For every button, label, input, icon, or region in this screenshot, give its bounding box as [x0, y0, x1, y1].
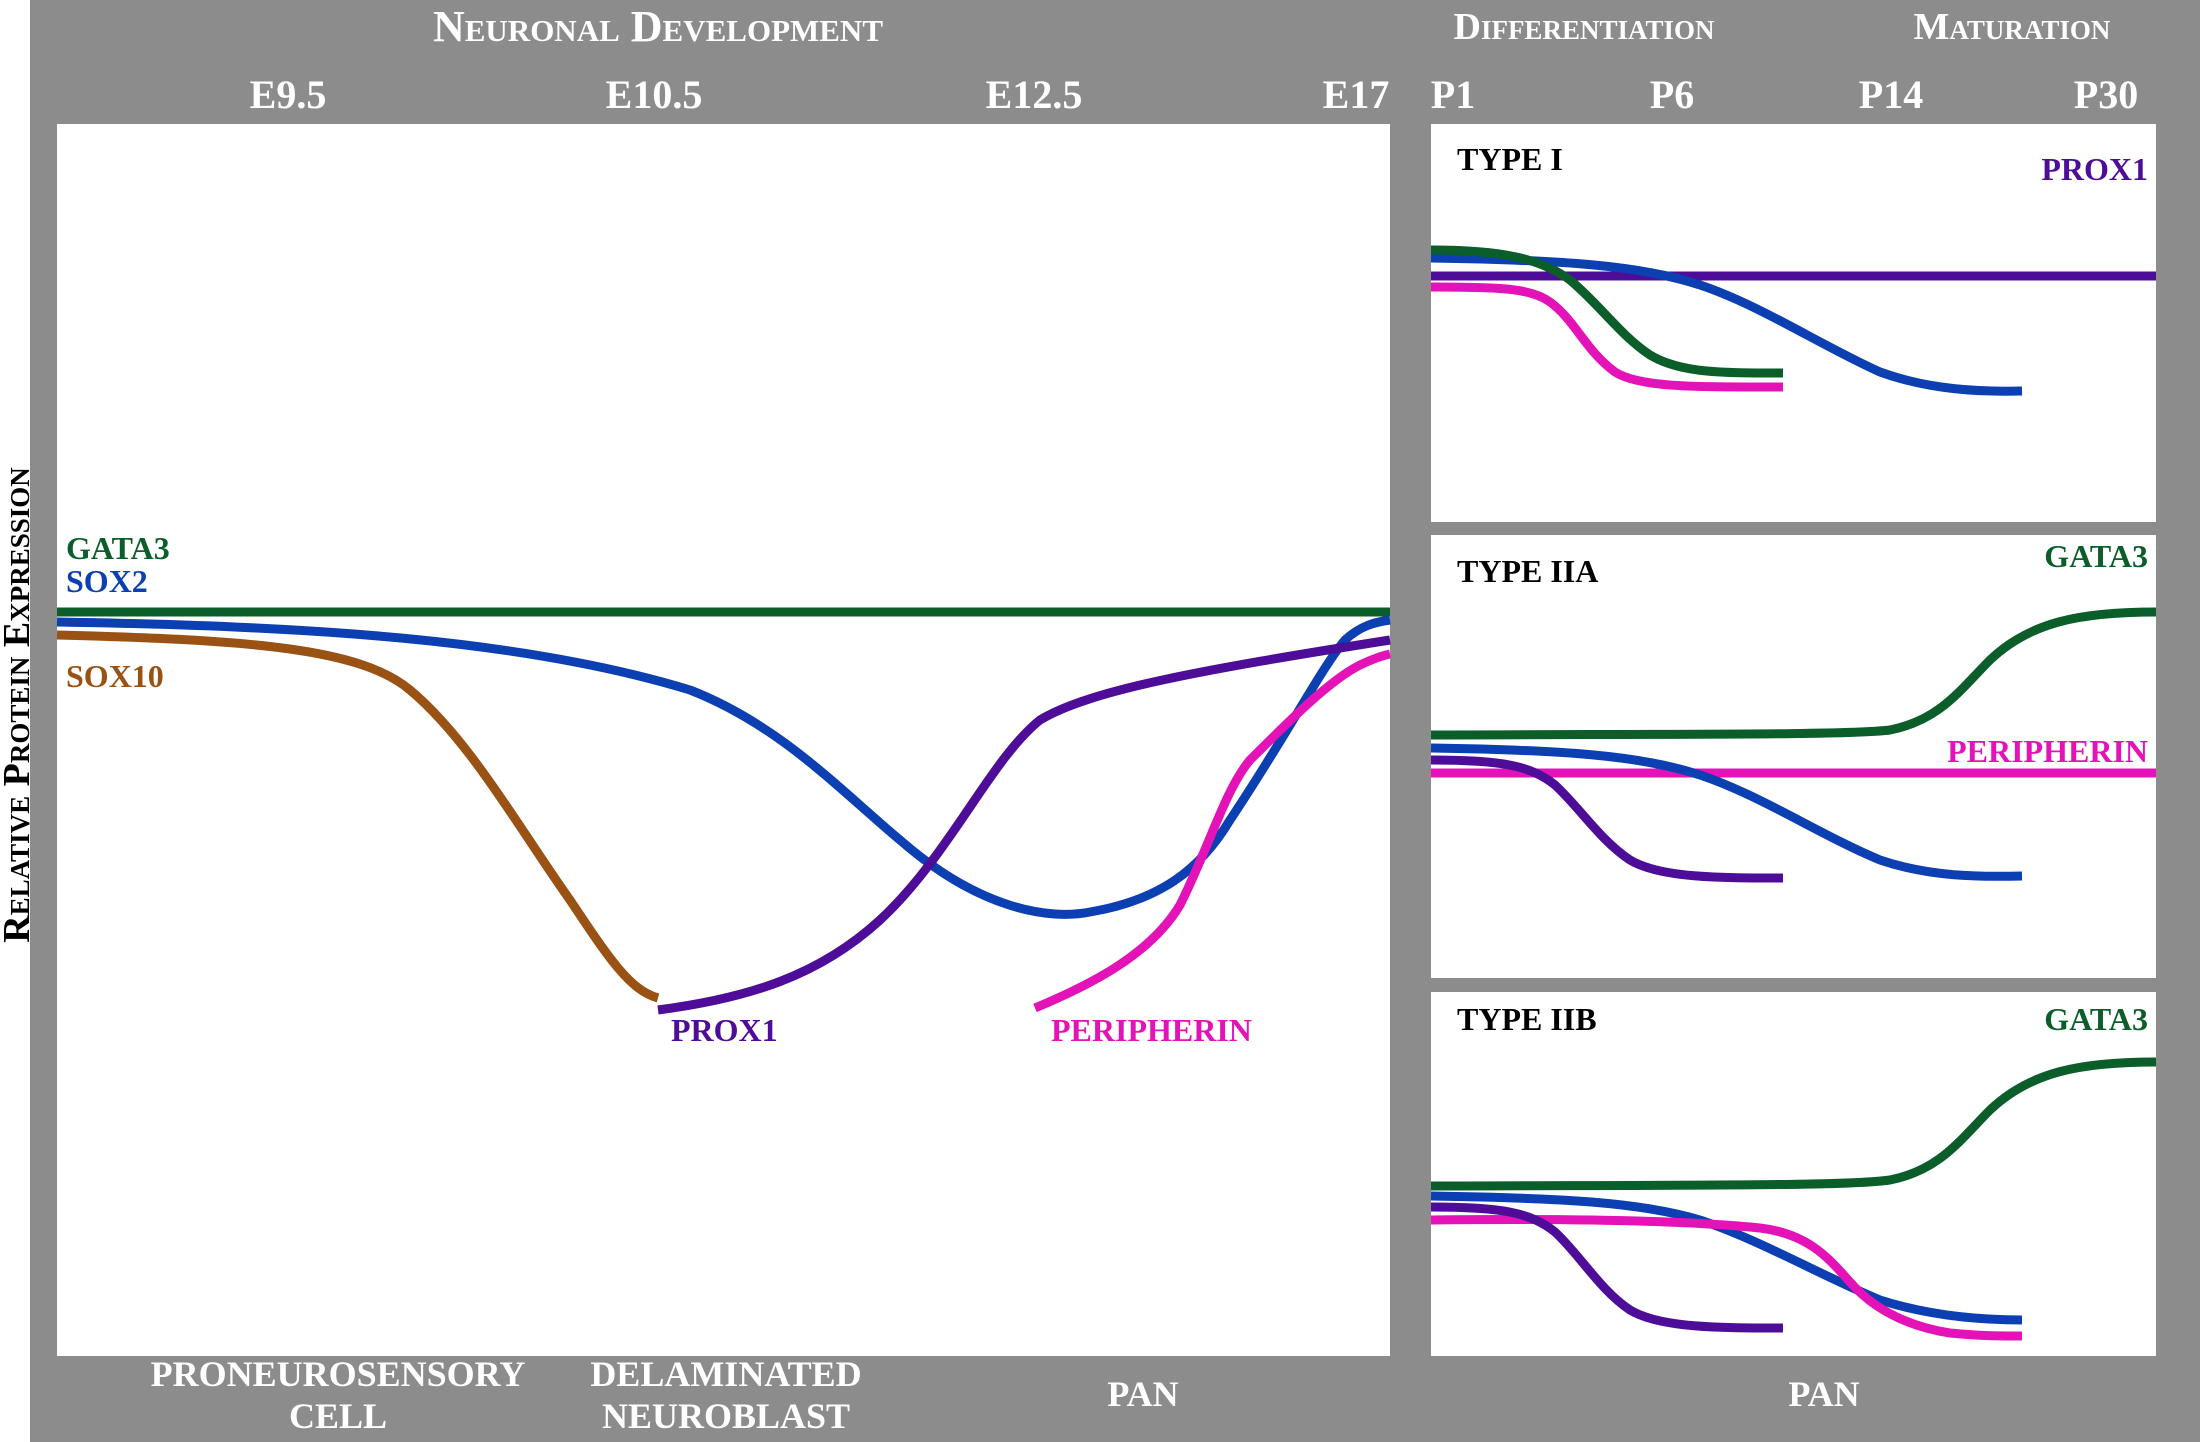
type-iia-panel — [1431, 535, 2156, 978]
main-peripherin-curve — [1033, 649, 1391, 1013]
label-sox10: SOX10 — [66, 658, 164, 694]
type-iia-marker: GATA3 — [2044, 538, 2148, 574]
tick-p6: P6 — [1650, 72, 1694, 117]
main-panel — [57, 124, 1390, 1356]
tick-e17: E17 — [1323, 72, 1390, 117]
type-iib-marker: GATA3 — [2044, 1001, 2148, 1037]
tick-e9-5: E9.5 — [250, 72, 327, 117]
type-i-gata3-curve — [1430, 245, 1784, 378]
stage-delaminated-line1: DELAMINATED — [590, 1354, 861, 1394]
type-iib-prox1-curve — [1430, 1202, 1784, 1333]
header-differentiation: Differentiation — [1454, 6, 1715, 48]
y-axis-label: Relative Protein Expression — [0, 467, 38, 943]
tick-e12-5: E12.5 — [986, 72, 1083, 117]
type-iib-sox2-curve — [1430, 1191, 2023, 1325]
type-iia-gata3-curve — [1430, 607, 2157, 740]
stage-pan-right: PAN — [1788, 1374, 1859, 1414]
tick-e10-5: E10.5 — [606, 72, 703, 117]
label-prox1: PROX1 — [671, 1012, 778, 1048]
type-i-peripherin-curve — [1430, 282, 1784, 392]
label-sox2: SOX2 — [66, 563, 148, 599]
type-iia-sox2-curve — [1430, 743, 2023, 881]
main-prox1-curve — [657, 635, 1391, 1015]
stage-proneurosensory-line1: PRONEUROSENSORY — [151, 1354, 526, 1394]
header-neuronal-development: Neuronal Development — [433, 2, 883, 51]
type-iib-peripherin-curve — [1430, 1214, 2023, 1341]
type-i-title: TYPE I — [1457, 141, 1563, 177]
stage-proneurosensory-line2: CELL — [289, 1396, 387, 1436]
type-iib-panel — [1431, 992, 2156, 1356]
main-sox10-curve — [56, 630, 660, 1003]
tick-p30: P30 — [2074, 72, 2138, 117]
type-iia-prox1-curve — [1430, 755, 1784, 883]
type-iia-title: TYPE IIA — [1457, 553, 1598, 589]
label-gata3: GATA3 — [66, 530, 170, 566]
type-i-sox2-curve — [1430, 253, 2023, 396]
type-iib-title: TYPE IIB — [1457, 1001, 1597, 1037]
type-iia-peripherin-label: PERIPHERIN — [1947, 733, 2148, 769]
label-peripherin: PERIPHERIN — [1051, 1012, 1252, 1048]
main-sox2-curve — [56, 615, 1391, 919]
tick-p1: P1 — [1431, 72, 1475, 117]
stage-delaminated-line2: NEUROBLAST — [602, 1396, 850, 1436]
stage-pan-main: PAN — [1107, 1374, 1178, 1414]
type-iib-gata3-curve — [1430, 1057, 2157, 1191]
type-i-marker: PROX1 — [2041, 151, 2148, 187]
tick-p14: P14 — [1859, 72, 1923, 117]
header-maturation: Maturation — [1914, 6, 2111, 48]
